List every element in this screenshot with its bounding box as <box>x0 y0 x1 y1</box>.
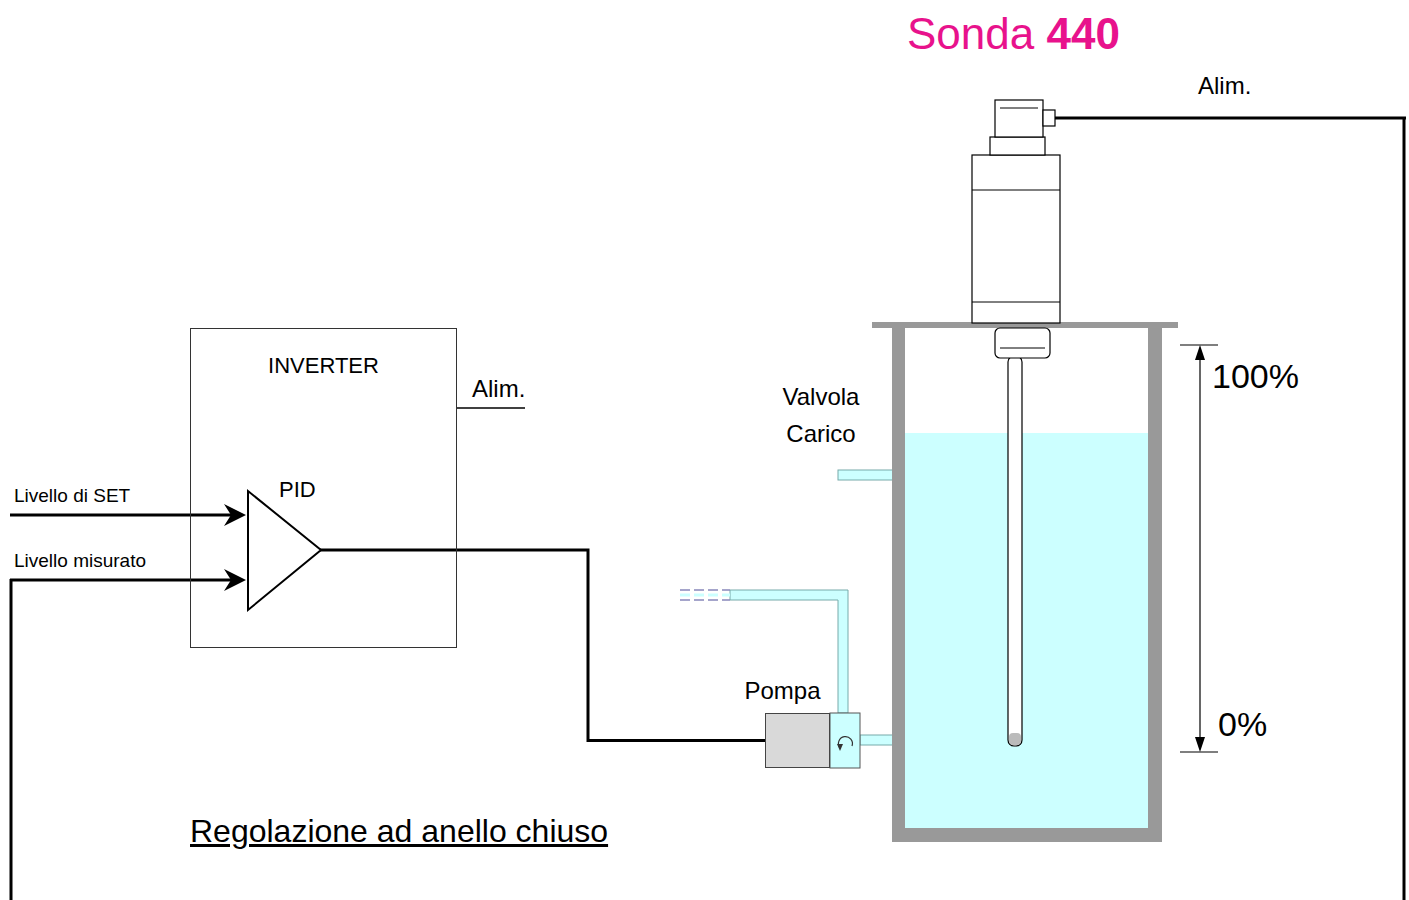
delivery-pipe <box>730 590 848 713</box>
caption-note: Regolazione ad anello chiuso <box>190 812 608 850</box>
water <box>905 433 1148 828</box>
feedback-input-line <box>10 579 233 582</box>
scale-line <box>1199 350 1200 747</box>
title-word: 440 <box>1034 9 1120 58</box>
probe-detail <box>1000 108 1038 109</box>
node-label: Pompa <box>735 677 830 706</box>
scale-tick <box>1180 344 1218 345</box>
scale-min-label: 0% <box>1218 704 1267 745</box>
probe-connector <box>995 100 1043 137</box>
node-label: INVERTER <box>191 353 456 379</box>
amplifier-triangle <box>248 491 321 610</box>
scale-tick <box>1180 751 1218 752</box>
pump: Pompa <box>735 677 835 770</box>
probe-neck <box>995 328 1050 358</box>
tank-bottom <box>892 828 1162 842</box>
supply-label: Alim. <box>472 375 525 404</box>
arrow-head <box>1195 737 1205 752</box>
title-word: Sonda <box>907 9 1034 58</box>
title: Sonda 440 <box>907 8 1120 61</box>
arrow-head <box>224 504 246 526</box>
probe-collar <box>990 137 1045 155</box>
pid-block: PID <box>246 475 324 615</box>
inverter-box: INVERTER PID <box>190 328 457 648</box>
tank-wall <box>892 325 905 842</box>
tank-wall <box>1148 325 1162 842</box>
control-wire <box>320 550 765 741</box>
pump-motor <box>765 713 830 768</box>
signal-name: Livello misurato <box>14 550 146 573</box>
probe-cable-gland <box>1043 110 1055 126</box>
probe-tip <box>1009 733 1021 745</box>
probe-supply-wire <box>1055 117 1406 120</box>
suction-pipe <box>860 735 894 745</box>
arrow-head <box>1195 345 1205 360</box>
supply-label: Alim. <box>1198 72 1251 101</box>
valve-label: Valvola Carico <box>764 378 878 452</box>
feedback-wire <box>10 579 13 900</box>
node-label: PID <box>279 477 316 503</box>
feedback-wire <box>1403 117 1406 900</box>
set-input-line <box>10 514 233 517</box>
valve-pipe <box>838 470 894 480</box>
pump-head <box>830 713 860 768</box>
probe-detail <box>972 302 1060 303</box>
rotation-arrow <box>837 744 843 751</box>
supply-line <box>457 407 525 409</box>
signal-name: Livello di SET <box>14 485 130 508</box>
probe-detail <box>972 190 1060 191</box>
arrow-head <box>224 569 246 591</box>
pipe-continuation <box>680 599 730 601</box>
probe-body <box>972 155 1060 323</box>
pipe-continuation <box>680 594 730 597</box>
probe-detail <box>1000 348 1045 349</box>
pipe-continuation <box>680 589 730 591</box>
probe-rod <box>1008 356 1022 746</box>
scale-max-label: 100% <box>1212 356 1299 397</box>
